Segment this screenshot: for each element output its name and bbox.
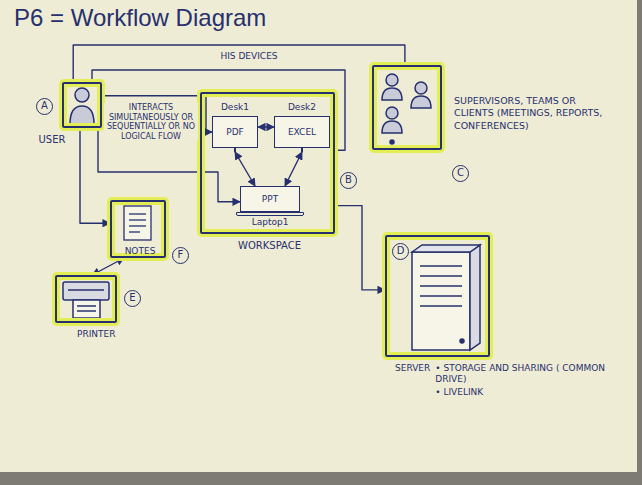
server-top: [412, 245, 480, 252]
connector: [335, 206, 385, 290]
node-text: Laptop1: [240, 217, 300, 228]
edge-label: HIS DEVICES: [212, 51, 286, 62]
connector: [285, 152, 302, 186]
person-body: [382, 88, 402, 100]
note-line: [129, 213, 146, 214]
server-line: [420, 295, 462, 297]
callout-number: C: [452, 165, 469, 182]
server-line: [420, 305, 462, 307]
callout-number: F: [172, 247, 189, 264]
node-text: WORKSPACE: [202, 240, 337, 252]
screen-text: EXCEL: [288, 127, 316, 138]
highlight-box: SUPERVISORS, TEAMS OR CLIENTS (MEETINGS,…: [372, 65, 442, 150]
notes-icon: [124, 206, 151, 240]
people-icons: [382, 74, 431, 144]
connector: [92, 258, 124, 275]
connector: [235, 152, 255, 186]
note-line: [129, 225, 146, 226]
monitor-node: PDF Desk1: [212, 102, 258, 152]
person-body: [382, 121, 402, 133]
server-side: [470, 245, 480, 350]
node-text: Desk2: [274, 102, 330, 113]
paper-line: [77, 310, 96, 312]
person-head: [386, 107, 398, 119]
paper-line: [77, 305, 96, 307]
edge-label: INTERACTS SIMULTANEOUSLY OR SEQUENTIALLY…: [104, 103, 198, 141]
server-note: • STORAGE AND SHARING ( COMMON DRIVE): [435, 363, 610, 385]
server-line: [420, 265, 462, 267]
node-text: USER: [30, 134, 74, 146]
highlight-box: WORKSPACEPDFDesk1EXCELDesk2PPTLaptop1: [200, 92, 335, 234]
user-icon: [70, 88, 94, 124]
ink-dot: [460, 339, 464, 343]
highlight-box: NOTES: [110, 200, 166, 258]
printer-slot: [68, 289, 104, 291]
callout-number: D: [392, 243, 409, 260]
server-front: [412, 252, 470, 350]
laptop-base: [236, 212, 304, 216]
ink-dot: [390, 140, 394, 144]
laptop-screen: PPT: [240, 186, 300, 212]
monitor-screen: PDF: [212, 116, 258, 148]
screen-text: PDF: [226, 127, 244, 138]
callout-number: E: [124, 290, 141, 307]
server-note: • LIVELINK: [435, 387, 610, 398]
node-text: SUPERVISORS, TEAMS OR CLIENTS (MEETINGS,…: [454, 95, 604, 132]
printer-body: [63, 282, 109, 300]
server-caption: SERVER• STORAGE AND SHARING ( COMMON DRI…: [395, 363, 610, 399]
person-head: [386, 74, 398, 86]
person-body: [411, 96, 431, 108]
user-body: [70, 106, 94, 124]
note-page: [124, 206, 151, 240]
monitor-stand: [301, 148, 303, 152]
screen-text: PPT: [262, 194, 278, 205]
person-head: [415, 82, 427, 94]
server-line: [420, 275, 462, 277]
printer-paper: [73, 300, 100, 318]
highlight-box: PRINTER: [55, 275, 117, 323]
connector: [80, 128, 110, 223]
laptop-node: PPT Laptop1: [240, 186, 300, 230]
printer-icon: [63, 282, 109, 318]
callout-number: B: [340, 172, 357, 189]
paper-sheet: [0, 0, 637, 472]
server-line: [420, 285, 462, 287]
highlight-box: USER: [62, 82, 102, 128]
user-head: [75, 88, 89, 102]
monitor-screen: EXCEL: [274, 116, 330, 148]
note-line: [129, 219, 146, 220]
node-text: Desk1: [212, 102, 258, 113]
connector: [258, 126, 274, 127]
server-notes: • STORAGE AND SHARING ( COMMON DRIVE) • L…: [435, 363, 610, 399]
note-line: [129, 231, 140, 232]
server-icon: [412, 245, 480, 350]
callout-number: A: [36, 98, 53, 115]
monitor-node: EXCEL Desk2: [274, 102, 330, 152]
node-text: NOTES: [112, 246, 168, 257]
monitor-stand: [234, 148, 236, 152]
node-text: PRINTER: [77, 329, 147, 340]
connector: [92, 70, 345, 150]
connector: [73, 45, 405, 82]
server-heading: SERVER: [395, 363, 430, 399]
diagram-title: P6 = Workflow Diagram: [14, 4, 266, 33]
